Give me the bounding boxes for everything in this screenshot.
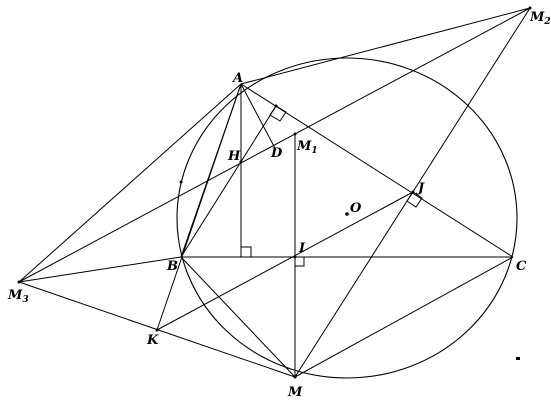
label-D: D bbox=[270, 146, 283, 161]
right-angle-mark-D bbox=[269, 105, 287, 122]
segment-M3-M2 bbox=[18, 7, 531, 283]
point-arc-mark bbox=[179, 180, 183, 184]
segment-A-M2 bbox=[240, 7, 531, 85]
point-M3 bbox=[17, 280, 21, 284]
label-C: C bbox=[516, 259, 527, 274]
right-angle-mark-altitude bbox=[241, 246, 252, 257]
point-O bbox=[345, 212, 349, 216]
segment-M3-B bbox=[18, 256, 182, 283]
segment-KA bbox=[156, 83, 242, 331]
segment-AC bbox=[240, 83, 514, 258]
label-J: J bbox=[415, 181, 425, 196]
label-K: K bbox=[146, 333, 159, 348]
point-K bbox=[155, 328, 159, 332]
segment-KJ bbox=[156, 191, 414, 331]
right-angle-mark-J bbox=[406, 191, 423, 208]
label-M1: M1 bbox=[296, 139, 318, 156]
label-M3: M3 bbox=[7, 288, 29, 305]
segment-M3-A bbox=[18, 83, 242, 283]
label-H: H bbox=[227, 149, 241, 164]
label-M2: M2 bbox=[529, 10, 551, 27]
right-angle-mark-I bbox=[294, 256, 305, 267]
stray-mark bbox=[516, 357, 520, 360]
segment-BM bbox=[180, 256, 296, 378]
point-D-foot bbox=[274, 104, 278, 108]
point-M2 bbox=[528, 6, 532, 10]
circumcircle bbox=[176, 57, 518, 379]
point-M1 bbox=[293, 132, 297, 136]
point-I bbox=[293, 255, 297, 259]
point-H bbox=[239, 160, 243, 164]
point-J bbox=[411, 190, 415, 194]
label-B: B bbox=[166, 259, 178, 274]
label-O: O bbox=[350, 201, 362, 216]
label-A: A bbox=[231, 71, 243, 86]
label-M: M bbox=[287, 385, 303, 400]
point-M bbox=[293, 375, 297, 379]
segment-CM bbox=[294, 256, 514, 378]
segment-B-to-AC bbox=[180, 105, 277, 258]
segment-AD bbox=[240, 83, 277, 151]
label-I: I bbox=[298, 241, 306, 256]
